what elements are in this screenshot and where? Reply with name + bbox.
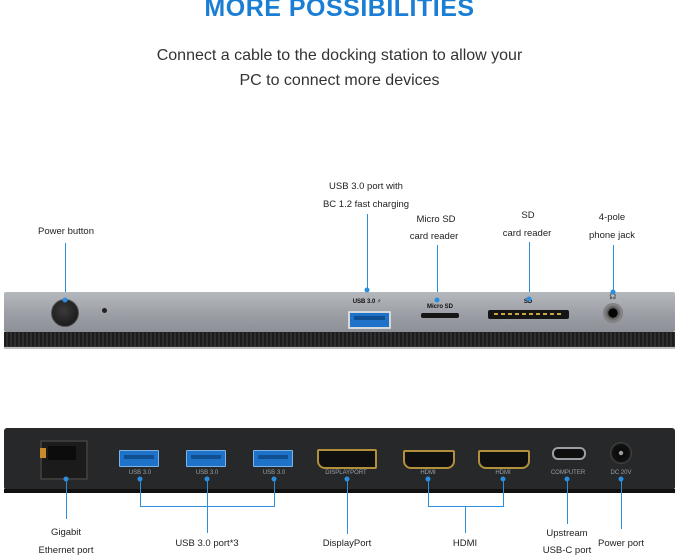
phone-jack[interactable]: [603, 303, 623, 323]
sd-leader: [529, 242, 530, 299]
hdmi-port-1[interactable]: [403, 450, 455, 469]
usb-front-port-text: USB 3.0 ⚡: [352, 299, 382, 305]
usb-c-port-text: COMPUTER: [550, 470, 586, 476]
power-button[interactable]: [51, 299, 79, 327]
jack-label-1: 4-pole: [598, 212, 626, 223]
jack-dot: [610, 289, 616, 295]
usb-back-dot-1: [137, 476, 143, 482]
microsd-label-1: Micro SD: [416, 214, 456, 225]
sd-port-text: SD: [523, 299, 533, 305]
power-port-label: Power port: [598, 538, 644, 549]
usb-front-label-2: BC 1.2 fast charging: [322, 199, 410, 210]
displayport-label: DisplayPort: [322, 538, 372, 549]
power-button-dot: [62, 297, 68, 303]
hdmi-dot-1: [425, 476, 431, 482]
back-panel-shadow: [4, 489, 675, 493]
ethernet-dot: [63, 476, 69, 482]
hdmi-leader-1: [428, 479, 429, 506]
microsd-dot: [434, 297, 440, 303]
ethernet-port[interactable]: [40, 440, 88, 480]
usb-front-leader: [367, 214, 368, 290]
usb-back-leader-1: [140, 479, 141, 506]
subtitle-line-1: Connect a cable to the docking station t…: [156, 47, 523, 64]
power-port-leader: [621, 479, 622, 529]
power-port-dot: [618, 476, 624, 482]
usb-c-port[interactable]: [552, 447, 586, 460]
ethernet-label-1: Gigabit: [50, 527, 82, 538]
hdmi-dot-2: [500, 476, 506, 482]
usb-back-label: USB 3.0 port*3: [175, 538, 239, 549]
usb-back-dot-3: [271, 476, 277, 482]
usb-back-port-2-text: USB 3.0: [195, 470, 219, 476]
hdmi-port-2[interactable]: [478, 450, 530, 469]
hdmi-port-1-text: HDMI: [420, 470, 436, 476]
hdmi-leader-center: [465, 506, 466, 533]
usb-front-label-1: USB 3.0 port with: [329, 181, 403, 192]
usb-back-bracket: [140, 506, 275, 507]
sd-label-1: SD: [521, 210, 535, 221]
sd-dot: [526, 296, 532, 302]
dc-port-text: DC 20V: [610, 470, 632, 476]
hdmi-leader-2: [503, 479, 504, 506]
sd-slot[interactable]: [488, 310, 569, 319]
front-panel-base: [4, 332, 675, 347]
hdmi-label: HDMI: [452, 538, 478, 549]
hdmi-port-2-text: HDMI: [495, 470, 511, 476]
hdmi-bracket: [428, 506, 504, 507]
usb-back-dot-2: [204, 476, 210, 482]
usb-c-leader: [567, 479, 568, 524]
usb-back-port-1-text: USB 3.0: [128, 470, 152, 476]
microsd-label-2: card reader: [409, 231, 459, 242]
usb-c-label-1: Upstream: [546, 528, 588, 539]
displayport-leader: [347, 479, 348, 534]
ethernet-label-2: Ethernet port: [38, 545, 94, 556]
usb-back-port-3[interactable]: [253, 450, 293, 467]
microsd-slot[interactable]: [421, 313, 459, 318]
usb-back-port-2[interactable]: [186, 450, 226, 467]
usb-front-dot: [364, 287, 370, 293]
usb-back-port-1[interactable]: [119, 450, 159, 467]
front-panel-shadow: [4, 346, 675, 349]
displayport-port[interactable]: [317, 449, 377, 469]
power-button-leader: [65, 243, 66, 300]
microsd-leader: [437, 245, 438, 300]
displayport-port-text: DISPLAYPORT: [325, 470, 367, 476]
usb-back-leader-3: [274, 479, 275, 506]
usb-back-port-3-text: USB 3.0: [262, 470, 286, 476]
page-title: MORE POSSIBILITIES: [204, 0, 475, 22]
usb-c-label-2: USB-C port: [542, 545, 592, 556]
power-led: [102, 308, 107, 313]
power-button-label: Power button: [38, 226, 94, 237]
headphone-icon: 🎧: [609, 294, 617, 300]
ethernet-leader: [66, 479, 67, 519]
usb-front-port[interactable]: [348, 311, 391, 329]
microsd-port-text: Micro SD: [426, 304, 454, 310]
usb-c-dot: [564, 476, 570, 482]
displayport-dot: [344, 476, 350, 482]
jack-leader: [613, 245, 614, 292]
sd-label-2: card reader: [502, 228, 552, 239]
subtitle-line-2: PC to connect more devices: [239, 72, 440, 89]
jack-label-2: phone jack: [589, 230, 635, 241]
dc-power-jack[interactable]: [610, 442, 632, 464]
